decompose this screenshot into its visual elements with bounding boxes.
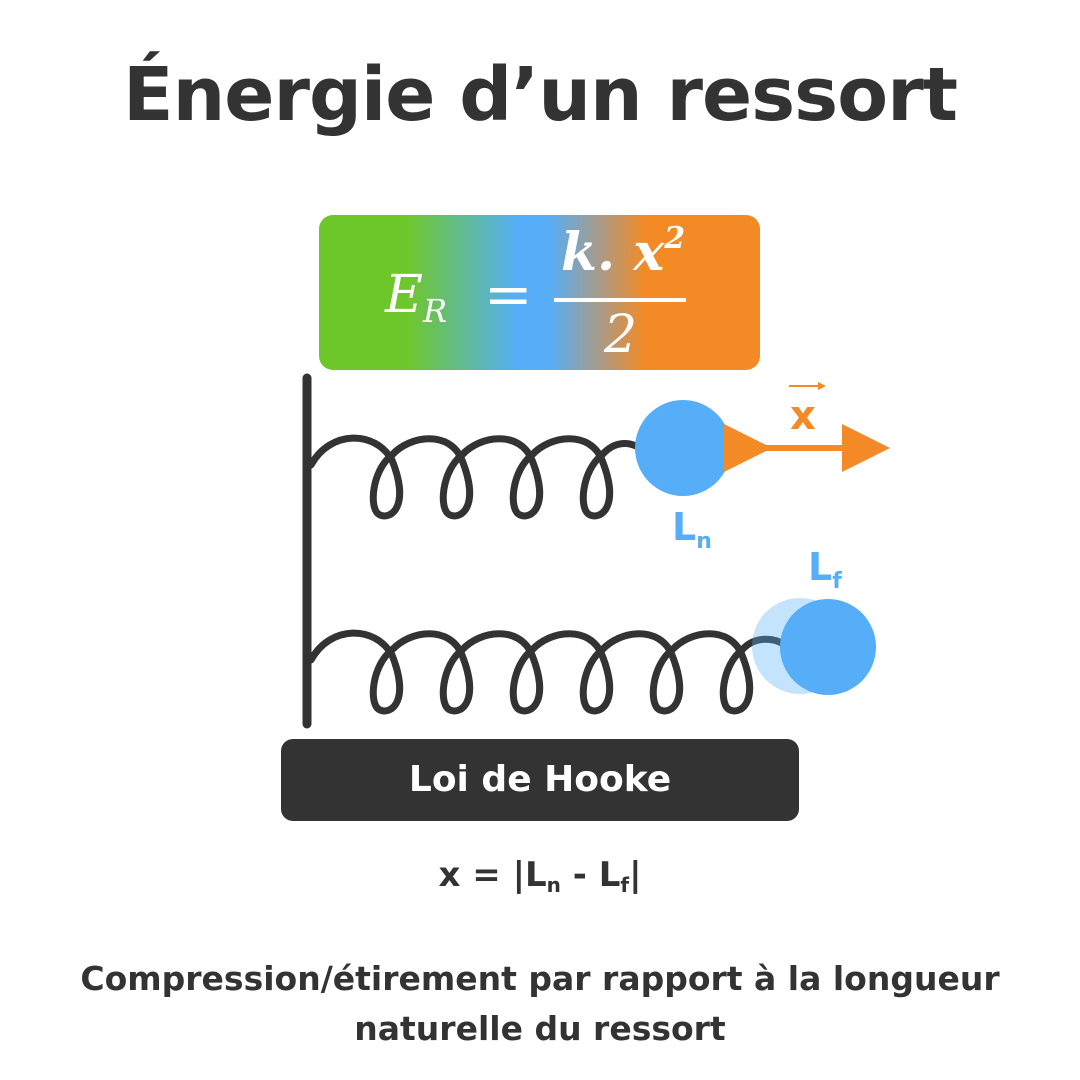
definition-suffix: |: [629, 855, 642, 895]
definition-sub-n: n: [546, 873, 561, 897]
page-title: Énergie d’un ressort: [123, 52, 958, 138]
displacement-definition: x = |Ln - Lf|: [0, 855, 1080, 897]
label-natural-length-sub: n: [696, 529, 712, 554]
formula-denominator: 2: [604, 305, 638, 365]
label-final-length: Lf: [808, 545, 842, 594]
spring-natural: [307, 434, 644, 520]
formula-energy: ER: [385, 265, 447, 330]
hooke-law-banner: Loi de Hooke: [281, 739, 799, 821]
caption-line-2: naturelle du ressort: [354, 1009, 726, 1048]
mass-natural: [635, 400, 731, 496]
mass-stretched: [780, 599, 876, 695]
label-natural-length: Ln: [672, 505, 712, 554]
caption: Compression/étirement par rapport à la l…: [0, 954, 1080, 1054]
fraction-bar: [554, 298, 686, 302]
formula-numerator-text: k. x: [561, 222, 665, 283]
formula-equals: =: [484, 260, 533, 328]
formula-box: ER = k. x2 2: [319, 215, 760, 370]
label-final-length-sub: f: [832, 569, 842, 594]
definition-sub-f: f: [620, 873, 630, 897]
label-natural-length-main: L: [672, 505, 697, 549]
vector-x-label: x: [790, 393, 816, 439]
formula-energy-subscript: R: [422, 292, 448, 330]
caption-line-1: Compression/étirement par rapport à la l…: [80, 959, 1000, 998]
definition-prefix: x = |L: [438, 855, 547, 895]
vector-arrow-head: [818, 382, 826, 390]
formula-numerator: k. x2: [561, 221, 685, 283]
formula-exponent: 2: [664, 221, 686, 256]
formula-energy-symbol: E: [385, 265, 423, 325]
spring-stretched: [307, 629, 789, 715]
label-final-length-main: L: [808, 545, 833, 589]
definition-middle: - L: [560, 855, 621, 895]
